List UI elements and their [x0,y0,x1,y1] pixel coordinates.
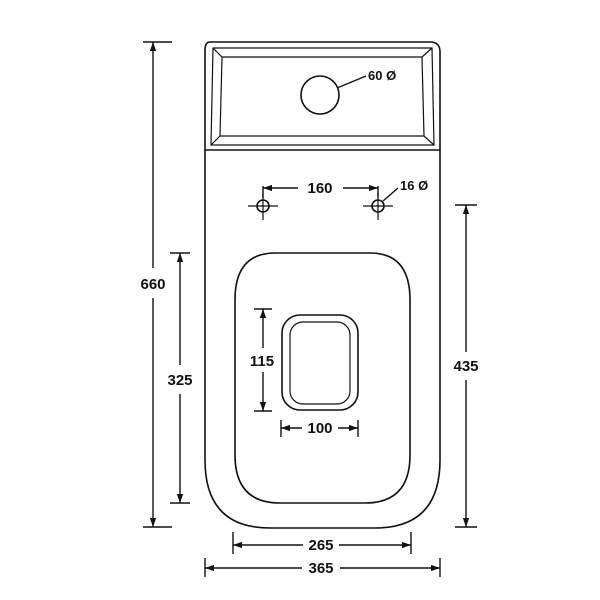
leader-fixing-hole [382,187,399,202]
label-overall-length: 660 [140,276,165,293]
bowl-opening-inner [289,321,351,405]
leader-cistern-hole [336,75,367,89]
label-fixing-centres: 160 [307,180,332,197]
dimension-seat-width: 265 [232,532,412,554]
bevel-corner-tl [212,47,223,58]
dimension-overall-width: 365 [204,558,441,577]
dimension-overall-length: 660 [140,41,172,528]
dimension-bowl-length: 325 [167,252,193,504]
cistern: 60 Ø [204,41,441,151]
dimension-opening-length: 115 [250,308,274,412]
pan-outline [204,150,441,529]
cistern-lid-bevel-outer [210,47,435,146]
bowl-opening [281,314,359,411]
label-inner-opening-width: 100 [307,420,332,437]
bevel-corner-br [423,135,435,146]
bowl-opening-outer [281,314,359,411]
dimension-opening-width: 100 [280,420,359,437]
flush-button-hole [300,75,340,115]
label-fixing-hole-dia: 16 Ø [400,178,428,193]
bevel-corner-bl [210,135,221,146]
label-seat-width: 265 [308,537,333,554]
label-inner-opening-length: 115 [250,353,274,370]
dimension-fixing-centres: 160 [262,180,379,198]
cistern-outer-outline [204,41,441,151]
bevel-corner-tr [421,47,433,58]
label-bowl-front-to-centre: 325 [167,372,192,389]
seat-outline [234,252,411,504]
label-cistern-hole-dia: 60 Ø [368,68,396,83]
dimension-pan-length: 435 [453,204,479,528]
fixing-holes [248,193,393,220]
label-pan-length: 435 [453,358,478,375]
label-overall-width: 365 [308,560,333,577]
